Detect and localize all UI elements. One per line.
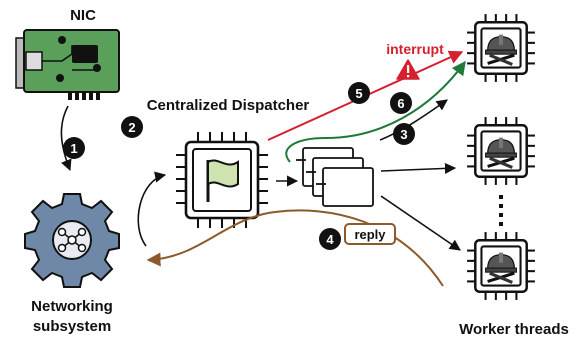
networking-label-line1: Networking	[31, 298, 113, 315]
ellipsis-dots	[499, 195, 503, 226]
request-queue	[296, 147, 374, 207]
networking-label-line2: subsystem	[33, 318, 111, 335]
arrow-network-to-dispatcher	[137, 171, 167, 247]
step-badge-2: 2	[121, 116, 143, 138]
svg-text:5: 5	[355, 86, 362, 101]
svg-text:2: 2	[128, 120, 135, 135]
step-badge-1: 1	[63, 137, 85, 159]
svg-text:4: 4	[326, 232, 334, 247]
gear-icon	[24, 193, 120, 288]
arrow-reply	[146, 209, 444, 287]
step-badge-5: 5	[348, 82, 370, 104]
warning-icon	[396, 59, 420, 80]
arrow-dispatch-worker-1	[379, 99, 448, 141]
step-badge-4: 4	[319, 228, 341, 250]
arrow-nic-to-network	[60, 105, 72, 172]
interrupt-label: interrupt	[386, 41, 444, 57]
reply-badge: reply	[344, 223, 396, 245]
worker-chip-1	[465, 12, 537, 84]
worker-chip-2	[465, 115, 537, 187]
reply-label: reply	[354, 227, 386, 242]
arrow-dispatch-worker-3	[380, 195, 461, 251]
nic-label: NIC	[70, 7, 96, 24]
worker-chip-3	[465, 230, 537, 302]
dispatcher-chip	[176, 132, 268, 228]
svg-text:1: 1	[70, 141, 77, 156]
step-badge-6: 6	[390, 92, 412, 114]
arrow-dispatch-worker-2	[380, 162, 457, 175]
svg-text:6: 6	[397, 96, 404, 111]
workers-label: Worker threads	[459, 321, 569, 338]
svg-text:3: 3	[400, 127, 407, 142]
dispatcher-label: Centralized Dispatcher	[147, 97, 310, 114]
arrow-green-resume	[285, 60, 466, 163]
nic-card	[15, 29, 120, 100]
step-badge-3: 3	[393, 123, 415, 145]
flag-icon	[206, 159, 239, 202]
